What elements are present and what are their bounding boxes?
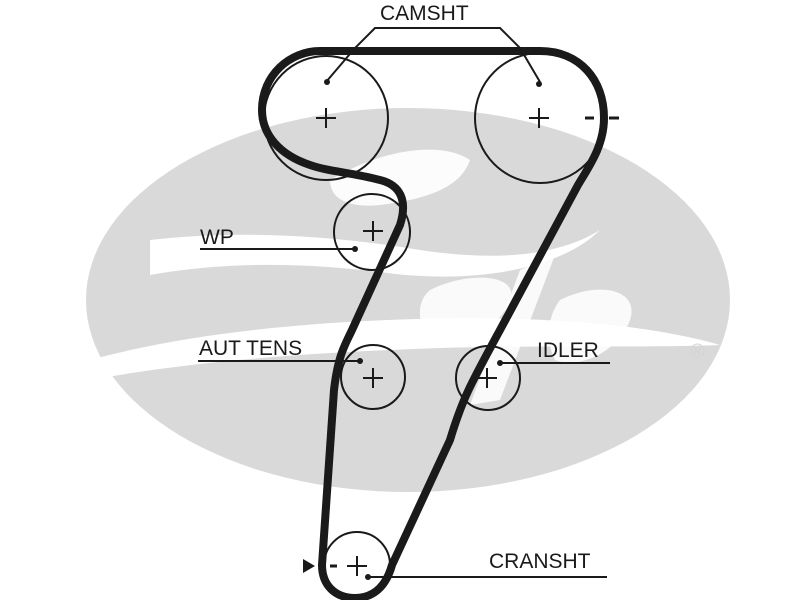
auto-tensioner-center-icon [363,368,383,388]
camshaft-leader-line [325,27,541,83]
auto-tensioner-label: AUT TENS [199,337,302,360]
idler-leader-dot [497,360,503,366]
camshaft-right-leader-dot [536,81,542,87]
logo-swoosh-g [150,230,600,277]
water-pump-leader-dot [352,246,358,252]
logo-letter-a [419,277,512,341]
logo-letter-t [470,255,555,405]
crankshaft-pointer-icon [303,559,315,573]
logo-letter-e [548,289,632,363]
auto-tensioner-pulley [340,344,406,410]
registered-mark: ® [690,341,705,363]
logo-swoosh-g-top [330,149,470,206]
idler-label: IDLER [537,339,599,362]
camshaft-left-leader-dot [324,79,330,85]
water-pump-center-icon [363,221,383,241]
camshaft-right-center-icon [529,108,549,128]
camshaft-label: CAMSHT [380,2,469,25]
camshaft-left-center-icon [316,108,336,128]
timing-belt [258,47,608,600]
water-pump-label: WP [200,226,234,249]
crankshaft-label: CRANSHT [489,550,591,573]
auto-tensioner-leader-dot [357,358,363,364]
idler-center-icon [477,368,497,388]
water-pump-pulley [333,193,411,271]
gates-logo-watermark: ® [86,108,730,492]
crankshaft-leader-dot [365,574,371,580]
crankshaft-center-icon [347,556,367,576]
